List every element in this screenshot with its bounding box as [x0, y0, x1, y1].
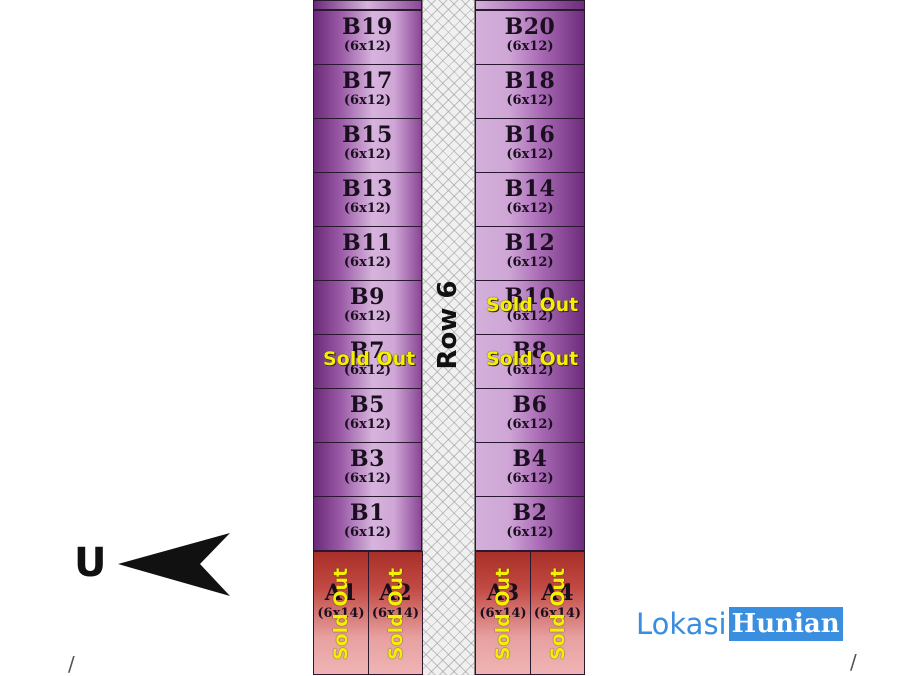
plot-code: B5 — [350, 392, 385, 418]
plot-b11[interactable]: B11(6x12) — [313, 226, 422, 281]
sold-out-label: Sold Out — [384, 567, 407, 661]
plot-code: B10 — [504, 284, 556, 310]
plot-b16[interactable]: B16(6x12) — [475, 118, 585, 173]
plot-code: A4 — [541, 580, 574, 606]
plot-size: (6x14) — [371, 606, 420, 621]
road-label: Row 6 — [433, 280, 463, 370]
plot-size: (6x12) — [506, 471, 554, 486]
plot-code: B9 — [350, 284, 385, 310]
plot-code: B20 — [504, 14, 556, 40]
map-edge-mark-left: / — [68, 652, 75, 676]
plot-b6[interactable]: B6(6x12) — [475, 388, 585, 443]
plot-code: B16 — [504, 122, 556, 148]
plot-code: B4 — [512, 446, 548, 472]
sold-out-label: Sold Out — [492, 567, 514, 661]
plot-b2[interactable]: B2(6x12) — [475, 496, 585, 551]
plot-code: B18 — [504, 68, 556, 94]
plot-b10[interactable]: B10(6x12) — [475, 280, 585, 335]
plot-b13[interactable]: B13(6x12) — [313, 172, 422, 227]
plot-size: (6x12) — [506, 201, 554, 216]
logo-text-hunian: Hunian — [728, 607, 843, 641]
plot-size: (6x14) — [533, 606, 582, 621]
plot-a3[interactable]: A3(6x14)Sold Out — [475, 551, 531, 675]
left-column-top-stub — [313, 0, 422, 10]
sold-out-label: Sold Out — [546, 567, 569, 661]
logo-text-lokasi: Lokasi — [636, 607, 727, 641]
plot-code: B15 — [342, 122, 393, 148]
plot-b17[interactable]: B17(6x12) — [313, 64, 422, 119]
plot-code: B11 — [342, 230, 393, 256]
compass-arrow-icon — [118, 533, 230, 596]
plot-code: B19 — [342, 14, 393, 40]
plot-size: (6x12) — [506, 255, 554, 270]
sold-out-label: Sold Out — [323, 348, 416, 370]
right-column-top-stub — [475, 0, 585, 10]
plot-b14[interactable]: B14(6x12) — [475, 172, 585, 227]
plot-code: A1 — [324, 580, 358, 606]
plot-code: B7 — [350, 338, 385, 364]
plot-size: (6x12) — [343, 309, 392, 324]
plot-code: B3 — [350, 446, 385, 472]
plot-b4[interactable]: B4(6x12) — [475, 442, 585, 497]
plot-b9[interactable]: B9(6x12) — [313, 280, 422, 335]
plot-size: (6x12) — [506, 363, 554, 378]
plot-code: B6 — [512, 392, 548, 418]
plot-b15[interactable]: B15(6x12) — [313, 118, 422, 173]
plot-a4[interactable]: A4(6x14)Sold Out — [530, 551, 585, 675]
plot-size: (6x12) — [506, 309, 554, 324]
plot-code: B12 — [504, 230, 556, 256]
plot-b5[interactable]: B5(6x12) — [313, 388, 422, 443]
plot-b1[interactable]: B1(6x12) — [313, 496, 422, 551]
plot-a1[interactable]: A1(6x14)Sold Out — [313, 551, 369, 675]
plot-size: (6x14) — [479, 606, 527, 621]
sold-out-label: Sold Out — [486, 294, 579, 316]
plot-size: (6x12) — [506, 525, 554, 540]
compass-label: U — [74, 540, 107, 586]
plot-b19[interactable]: B19(6x12) — [313, 10, 422, 65]
plot-code: A3 — [486, 580, 520, 606]
plot-a2[interactable]: A2(6x14)Sold Out — [368, 551, 423, 675]
sold-out-label: Sold Out — [330, 567, 352, 661]
plot-code: A2 — [379, 580, 412, 606]
plot-size: (6x12) — [506, 93, 554, 108]
plot-size: (6x12) — [506, 417, 554, 432]
plot-size: (6x12) — [343, 417, 392, 432]
plot-size: (6x12) — [506, 39, 554, 54]
plot-b20[interactable]: B20(6x12) — [475, 10, 585, 65]
plot-code: B8 — [512, 338, 548, 364]
brand-logo: Lokasi Hunian — [636, 606, 843, 642]
plot-code: B14 — [504, 176, 556, 202]
plot-size: (6x12) — [343, 93, 392, 108]
plot-size: (6x12) — [343, 255, 392, 270]
plot-size: (6x14) — [317, 606, 365, 621]
plot-size: (6x12) — [343, 201, 392, 216]
plot-b18[interactable]: B18(6x12) — [475, 64, 585, 119]
plot-size: (6x12) — [506, 147, 554, 162]
plot-size: (6x12) — [343, 525, 392, 540]
map-edge-mark-right: / — [850, 650, 857, 674]
plot-size: (6x12) — [343, 39, 392, 54]
plot-size: (6x12) — [343, 471, 392, 486]
road-row-6 — [422, 0, 475, 675]
plot-b12[interactable]: B12(6x12) — [475, 226, 585, 281]
plot-code: B2 — [512, 500, 548, 526]
plot-size: (6x12) — [343, 147, 392, 162]
plot-b3[interactable]: B3(6x12) — [313, 442, 422, 497]
plot-code: B1 — [350, 500, 385, 526]
plot-size: (6x12) — [343, 363, 392, 378]
sold-out-label: Sold Out — [486, 348, 579, 370]
plot-code: B13 — [342, 176, 393, 202]
plot-code: B17 — [342, 68, 393, 94]
plot-b7[interactable]: B7(6x12) — [313, 334, 422, 389]
